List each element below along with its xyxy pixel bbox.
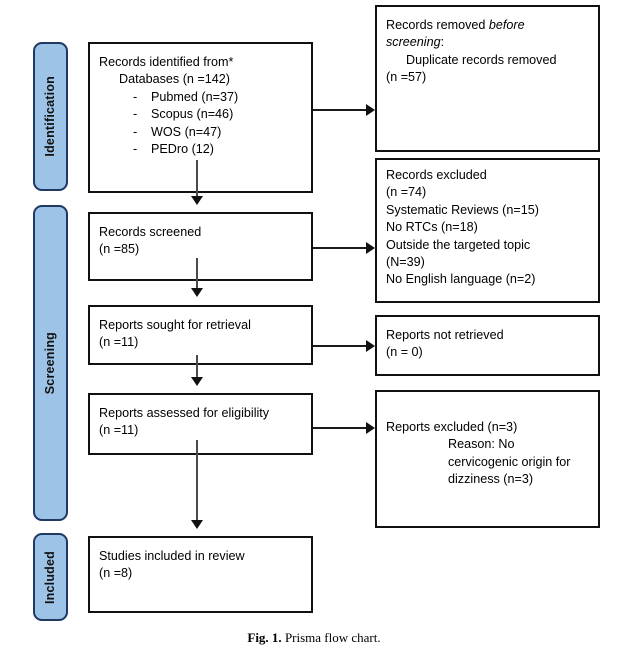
arrow-right-icon [366,422,375,434]
box-line-text: : [440,35,445,50]
box-line: Records identified from* [99,55,234,69]
connector-assessed-to-reports-excluded [313,427,367,429]
box-line: (n =11) [99,335,139,350]
figure-number: Fig. 1. [247,630,282,645]
box-reports-assessed: Reports assessed for eligibility (n =11) [88,393,313,455]
arrow-down-icon [191,196,203,205]
box-line: (n =85) [99,242,140,257]
box-line: (N=39) [386,255,425,270]
box-line: (n =8) [99,566,133,581]
bullet-dash: - [133,124,138,139]
box-line: No RTCs (n=18) [386,220,478,235]
box-line: Reports not retrieved [386,328,504,342]
box-line: dizziness (n=3) [448,472,534,487]
box-line: (n =57) [386,70,427,85]
box-records-identified: Records identified from* Databases (n =1… [88,42,313,193]
box-line-italic: before [488,18,525,32]
box-line: Studies included in review [99,549,245,563]
arrow-right-icon [366,104,375,116]
box-line: (n =11) [99,423,139,438]
connector-screened-to-sought [196,258,198,288]
box-line: WOS (n=47) [151,124,222,139]
box-reports-excluded: Reports excluded (n=3) Reason: No cervic… [375,390,600,528]
box-line: PEDro (12) [151,142,214,157]
box-line: Databases (n =142) [119,72,230,87]
connector-identified-to-screened [196,160,198,196]
box-records-excluded: Records excluded (n =74) Systematic Revi… [375,158,600,303]
bullet-dash: - [133,89,138,104]
arrow-down-icon [191,288,203,297]
box-line: Scopus (n=46) [151,107,234,122]
box-records-screened: Records screened (n =85) [88,212,313,281]
arrow-right-icon [366,242,375,254]
box-line: Pubmed (n=37) [151,89,239,104]
box-reports-not-retrieved: Reports not retrieved (n = 0) [375,315,600,376]
box-line: screening: [386,34,589,51]
arrow-down-icon [191,520,203,529]
box-reports-sought: Reports sought for retrieval (n =11) [88,305,313,365]
box-line: (n = 0) [386,345,423,360]
box-line-italic: screening [386,35,441,50]
box-bullet-row: - PEDro (12) [99,141,302,158]
box-line: Duplicate records removed [406,52,557,67]
box-line: Reports sought for retrieval [99,318,251,332]
arrow-right-icon [366,340,375,352]
connector-screened-to-excluded [313,247,367,249]
figure-caption: Fig. 1. Prisma flow chart. [0,630,628,646]
box-bullet-row: - Pubmed (n=37) [99,89,302,106]
arrow-down-icon [191,377,203,386]
box-line: Records excluded [386,168,487,182]
connector-sought-to-assessed [196,355,198,377]
connector-identified-to-removed [313,109,367,111]
box-line: Reports assessed for eligibility [99,406,270,420]
box-line: Systematic Reviews (n=15) [386,202,539,217]
phase-bar-identification: Identification [33,42,68,191]
box-line: Reports excluded (n=3) [386,420,518,434]
bullet-dash: - [133,142,138,157]
box-line: No English language (n=2) [386,272,536,287]
phase-label-screening: Screening [43,331,58,395]
box-line: cervicogenic origin for [448,454,571,469]
connector-assessed-to-included [196,440,198,520]
connector-sought-to-not-retrieved [313,345,367,347]
box-records-removed: Records removed before screening: Duplic… [375,5,600,152]
phase-bar-screening: Screening [33,205,68,521]
bullet-dash: - [133,107,138,122]
box-line-text: Records removed [386,18,489,32]
box-line: Reason: No [448,437,515,452]
phase-bar-included: Included [33,533,68,621]
box-line: Outside the targeted topic [386,237,531,252]
figure-caption-text: Prisma flow chart. [284,630,381,645]
phase-label-included: Included [43,550,58,604]
box-line: Records removed before [386,17,589,34]
box-line: (n =74) [386,185,427,200]
phase-label-identification: Identification [43,76,58,157]
box-studies-included: Studies included in review (n =8) [88,536,313,613]
box-bullet-row: - WOS (n=47) [99,124,302,141]
box-bullet-row: - Scopus (n=46) [99,106,302,123]
box-line: Records screened [99,225,202,239]
